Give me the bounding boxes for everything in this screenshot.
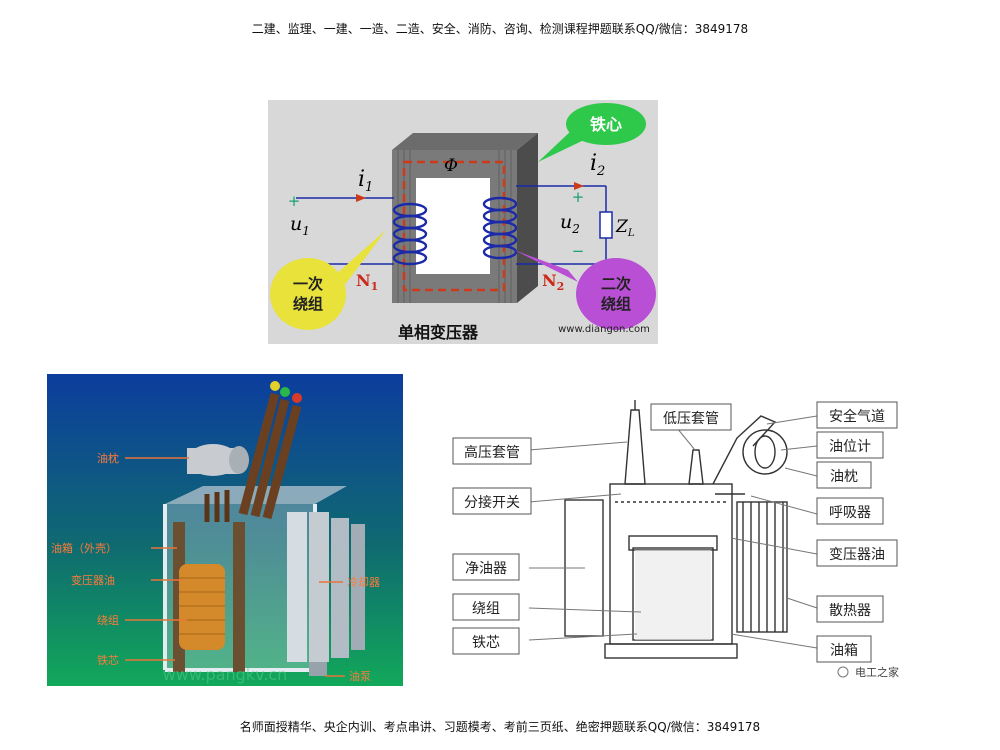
transformer-schematic-svg: Φ + − + − u1 i1 i2 u2 ZL N1 N2 铁心 一次 绕组 … (268, 100, 658, 344)
label-hv-bushing: 高压套管 (464, 444, 520, 461)
zl-label: ZL (615, 217, 635, 239)
label-oil: 变压器油 (71, 573, 115, 587)
label-radiator: 散热器 (829, 603, 871, 619)
label-pump: 油泵 (349, 669, 371, 683)
oil-pump (309, 662, 327, 676)
label-cooler: 冷却器 (347, 576, 380, 589)
flux-path (402, 160, 506, 292)
label-conservator: 油枕 (97, 451, 119, 465)
u2-plus-sign: + (572, 188, 585, 206)
phi-label: Φ (444, 156, 458, 176)
transformer-line-drawing (564, 400, 788, 659)
label-tank: 油箱（外壳） (51, 541, 117, 555)
watermark-url: www.pangkv.cn (163, 665, 288, 684)
u1-label: u1 (290, 213, 310, 238)
secondary-winding-callout (576, 258, 656, 330)
n2-label: N2 (542, 271, 564, 293)
secondary-winding (482, 196, 518, 260)
header-text: 二建、监理、一建、一造、二造、安全、消防、咨询、检测课程押题联系QQ/微信：38… (251, 22, 749, 36)
n1-label: N1 (356, 271, 378, 293)
cooler-unit (287, 512, 365, 662)
brand-label: 电工之家 (855, 665, 899, 679)
cutaway-svg: www.pangkv.cn 油枕 油箱（外壳） 变压器油 绕组 铁芯 冷却器 油… (47, 374, 403, 686)
label-core: 铁芯 (97, 653, 119, 667)
label-conservator: 油枕 (830, 469, 858, 485)
label-winding: 绕组 (97, 613, 119, 627)
core-side-face (517, 133, 538, 303)
footer-text: 名师面授精华、央企内训、考点串讲、习题模考、考前三页纸、绝密押题联系QQ/微信：… (239, 720, 761, 734)
secondary-callout-line2: 绕组 (601, 295, 631, 313)
label-core: 铁芯 (472, 635, 500, 651)
wechat-icon (837, 666, 849, 678)
u2-minus-sign: − (572, 242, 585, 260)
label-safety-airway: 安全气道 (829, 408, 885, 425)
core-callout (566, 103, 646, 145)
single-phase-transformer-diagram: Φ + − + − u1 i1 i2 u2 ZL N1 N2 铁心 一次 绕组 … (268, 100, 658, 344)
i1-label: i1 (358, 167, 373, 195)
core-callout-text: 铁心 (590, 115, 622, 134)
primary-winding-callout (270, 258, 346, 330)
label-tap-changer: 分接开关 (464, 494, 520, 511)
label-winding: 绕组 (472, 601, 500, 617)
winding-coil (179, 564, 225, 650)
label-breather: 呼吸器 (829, 505, 871, 521)
primary-callout-line1: 一次 (293, 275, 323, 293)
core-window (416, 178, 490, 274)
diagram1-site: www.diangon.com (558, 324, 650, 335)
core-top-face (392, 133, 538, 150)
transformer-3d-cutaway: www.pangkv.cn 油枕 油箱（外壳） 变压器油 绕组 铁芯 冷却器 油… (47, 374, 403, 686)
bushings (204, 381, 302, 522)
primary-winding (392, 202, 428, 266)
transformer-structure-diagram: 高压套管 分接开关 净油器 绕组 铁芯 低压套管 安全气道 油位计 油枕 呼吸器… (445, 398, 900, 688)
u2-label: u2 (560, 211, 580, 236)
label-oil-level-gauge: 油位计 (829, 439, 871, 455)
diagram1-title: 单相变压器 (398, 323, 479, 342)
load-impedance (599, 211, 613, 239)
label-oil-purifier: 净油器 (465, 561, 507, 577)
i2-label: i2 (590, 151, 605, 179)
u1-plus-sign: + (288, 192, 301, 210)
secondary-callout-line1: 二次 (601, 275, 631, 293)
label-oil-tank: 油箱 (830, 643, 858, 659)
primary-callout-line2: 绕组 (293, 295, 323, 313)
label-lv-bushing: 低压套管 (663, 411, 719, 427)
structure-svg: 高压套管 分接开关 净油器 绕组 铁芯 低压套管 安全气道 油位计 油枕 呼吸器… (452, 400, 899, 679)
label-transformer-oil: 变压器油 (829, 547, 885, 563)
